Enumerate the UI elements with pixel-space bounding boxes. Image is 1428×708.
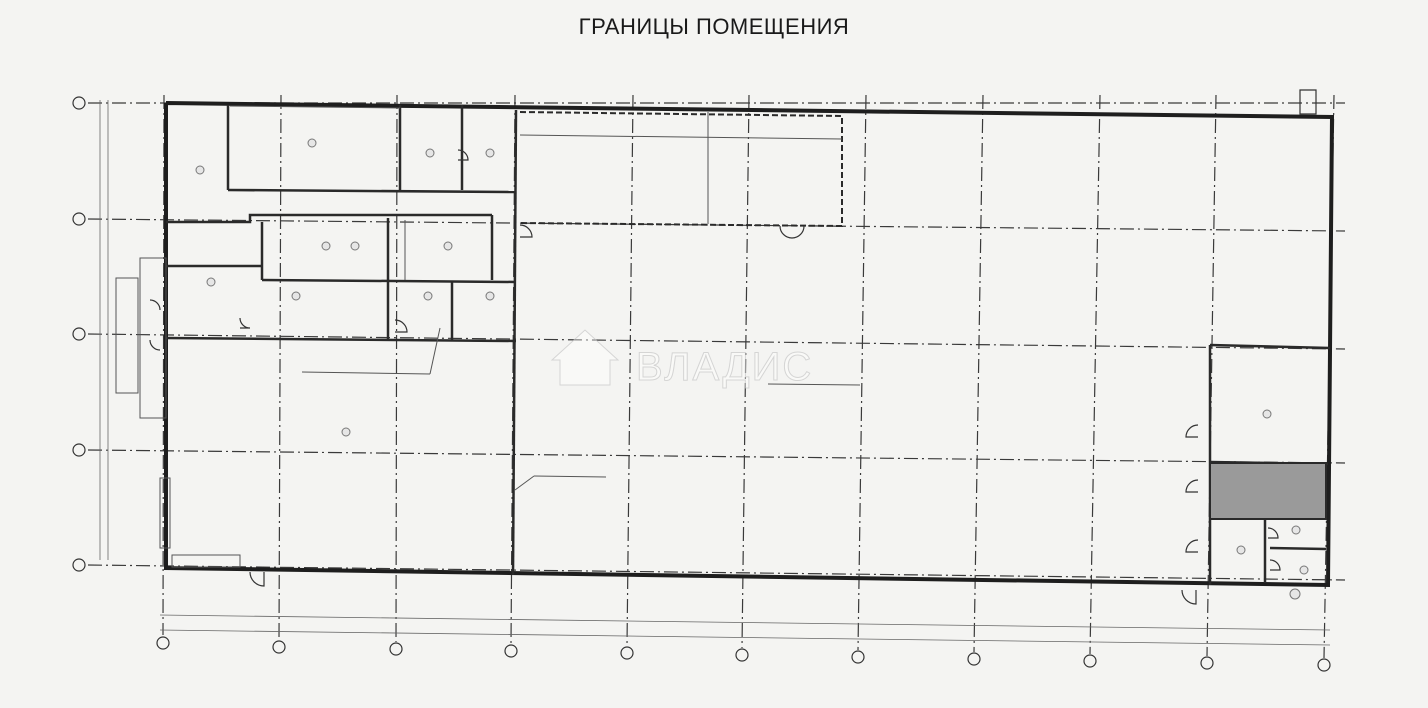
exterior-walls bbox=[164, 101, 1335, 588]
entrance-annex bbox=[115, 257, 241, 568]
upper-partition-zone bbox=[519, 111, 843, 228]
callout-leaders bbox=[301, 327, 861, 491]
watermark: ВЛАДИС bbox=[550, 329, 813, 390]
axis-markers-left bbox=[72, 96, 86, 572]
dimension-lines bbox=[99, 100, 1331, 646]
doors bbox=[149, 89, 1317, 605]
left-block-rooms bbox=[165, 105, 517, 343]
lamp-markers bbox=[195, 138, 1309, 600]
plan-title: ГРАНИЦЫ ПОМЕЩЕНИЯ bbox=[578, 14, 850, 39]
watermark-text: ВЛАДИС bbox=[636, 345, 813, 389]
watermark-house-icon bbox=[550, 329, 620, 386]
right-utility-rooms bbox=[1208, 343, 1331, 585]
axis-markers-bottom bbox=[156, 636, 1331, 672]
horizontal-grid-axes bbox=[87, 102, 1346, 581]
vertical-grid-axes bbox=[162, 94, 1335, 659]
shaded-room bbox=[1209, 462, 1327, 520]
